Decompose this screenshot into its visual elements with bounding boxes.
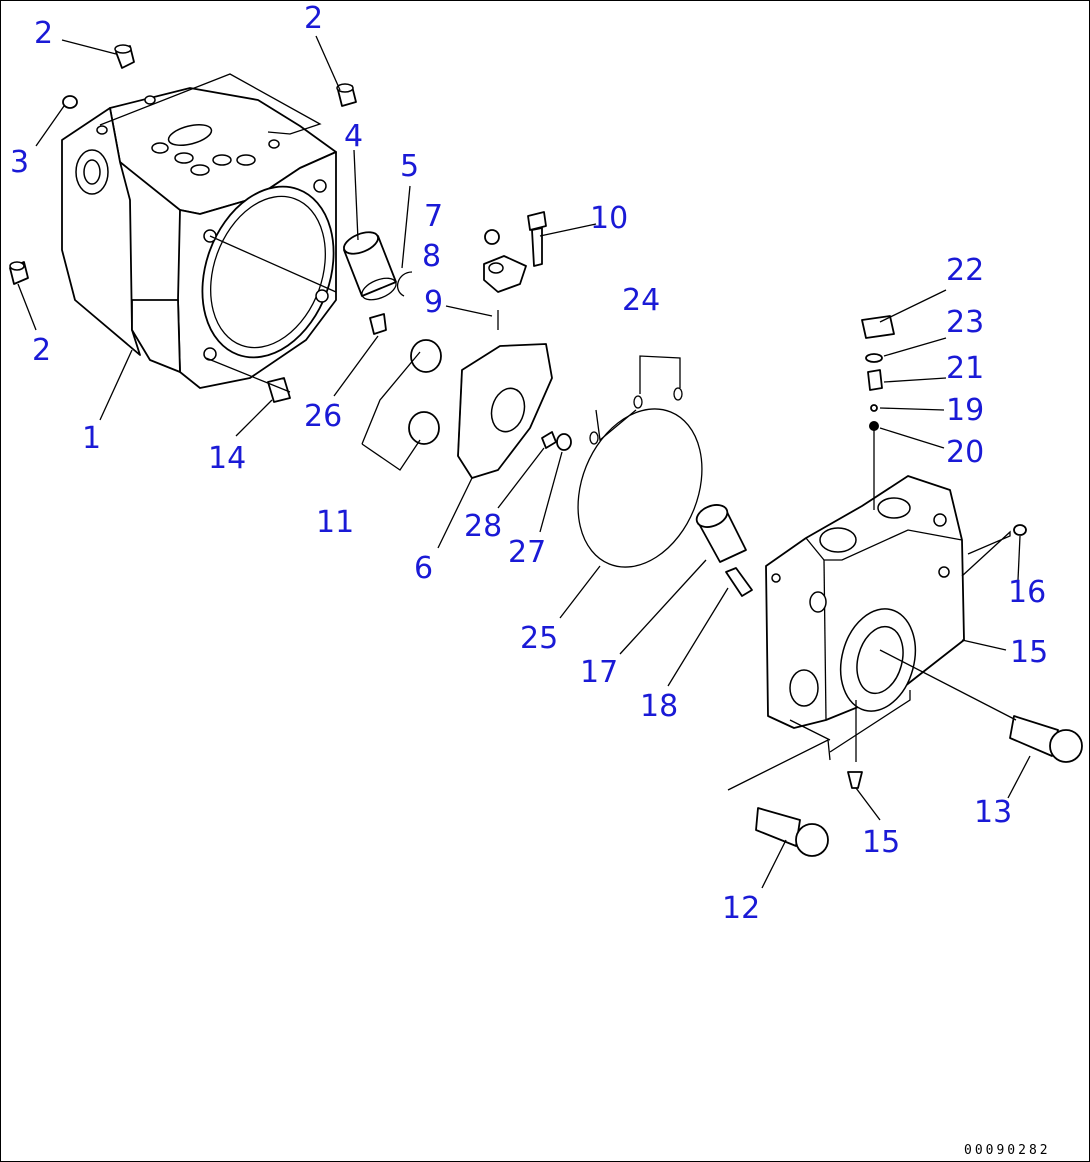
callout-27: 27 bbox=[508, 535, 546, 570]
part-23-oring bbox=[865, 353, 883, 363]
callout-24: 24 bbox=[622, 283, 660, 318]
part-8-bracket bbox=[483, 255, 527, 293]
callout-1: 1 bbox=[82, 421, 101, 456]
callout-3: 3 bbox=[10, 145, 29, 180]
part-26-pin bbox=[369, 313, 387, 335]
part-15-plug-bottom bbox=[847, 771, 863, 789]
part-18-pin bbox=[725, 567, 753, 597]
part-10-bolt bbox=[527, 211, 547, 267]
callout-labels: 2 2 3 2 1 4 5 7 10 8 9 26 14 11 6 28 27 … bbox=[10, 1, 1048, 926]
part-19-ball bbox=[870, 404, 878, 412]
callout-28: 28 bbox=[464, 509, 502, 544]
callout-9: 9 bbox=[424, 285, 443, 320]
part-13-bolt bbox=[1009, 715, 1083, 763]
callout-2a: 2 bbox=[34, 16, 53, 51]
part-15-end-cap bbox=[765, 475, 965, 729]
callout-5: 5 bbox=[400, 149, 419, 184]
callout-25: 25 bbox=[520, 621, 558, 656]
part-12-bolt bbox=[755, 807, 829, 857]
callout-2c: 2 bbox=[32, 333, 51, 368]
callout-18: 18 bbox=[640, 689, 678, 724]
callout-7: 7 bbox=[424, 199, 443, 234]
callout-14: 14 bbox=[208, 441, 246, 476]
callout-23: 23 bbox=[946, 305, 984, 340]
part-22-plug bbox=[861, 315, 895, 339]
drawing-code: 00090282 bbox=[964, 1143, 1051, 1158]
callout-13: 13 bbox=[974, 795, 1012, 830]
callout-15a: 15 bbox=[1010, 635, 1048, 670]
part-14-pin bbox=[267, 377, 291, 403]
callout-6: 6 bbox=[414, 551, 433, 586]
callout-4: 4 bbox=[344, 119, 363, 154]
callout-20: 20 bbox=[946, 435, 984, 470]
part-11-plugs bbox=[361, 339, 442, 471]
part-20-spring bbox=[869, 421, 879, 431]
callout-26: 26 bbox=[304, 399, 342, 434]
callout-8: 8 bbox=[422, 239, 441, 274]
callout-19: 19 bbox=[946, 393, 984, 428]
callout-21: 21 bbox=[946, 351, 984, 386]
leader-lines bbox=[17, 35, 1031, 889]
part-16-plug bbox=[1013, 524, 1027, 536]
callout-10: 10 bbox=[590, 201, 628, 236]
part-3-plug bbox=[62, 95, 78, 109]
part-2-plug-top bbox=[114, 44, 135, 69]
part-1-pump-case bbox=[61, 73, 337, 389]
part-2-plug-left bbox=[9, 261, 29, 285]
part-24-oring-small bbox=[589, 355, 683, 445]
callout-16: 16 bbox=[1008, 575, 1046, 610]
part-21-plug bbox=[867, 369, 883, 391]
part-4-sleeve bbox=[343, 231, 397, 301]
part-7-ball bbox=[484, 229, 500, 245]
callout-17: 17 bbox=[580, 655, 618, 690]
part-28-part-27-seal bbox=[541, 431, 572, 451]
callout-2b: 2 bbox=[304, 1, 323, 36]
part-5-snap-ring bbox=[396, 271, 413, 297]
part-6-servo-block bbox=[457, 343, 553, 479]
part-2-plug-right bbox=[336, 83, 357, 107]
callout-22: 22 bbox=[946, 253, 984, 288]
callout-15b: 15 bbox=[862, 825, 900, 860]
callout-12: 12 bbox=[722, 891, 760, 926]
callout-11: 11 bbox=[316, 505, 354, 540]
part-25-oring bbox=[577, 408, 703, 568]
part-17-bushing bbox=[695, 504, 747, 563]
